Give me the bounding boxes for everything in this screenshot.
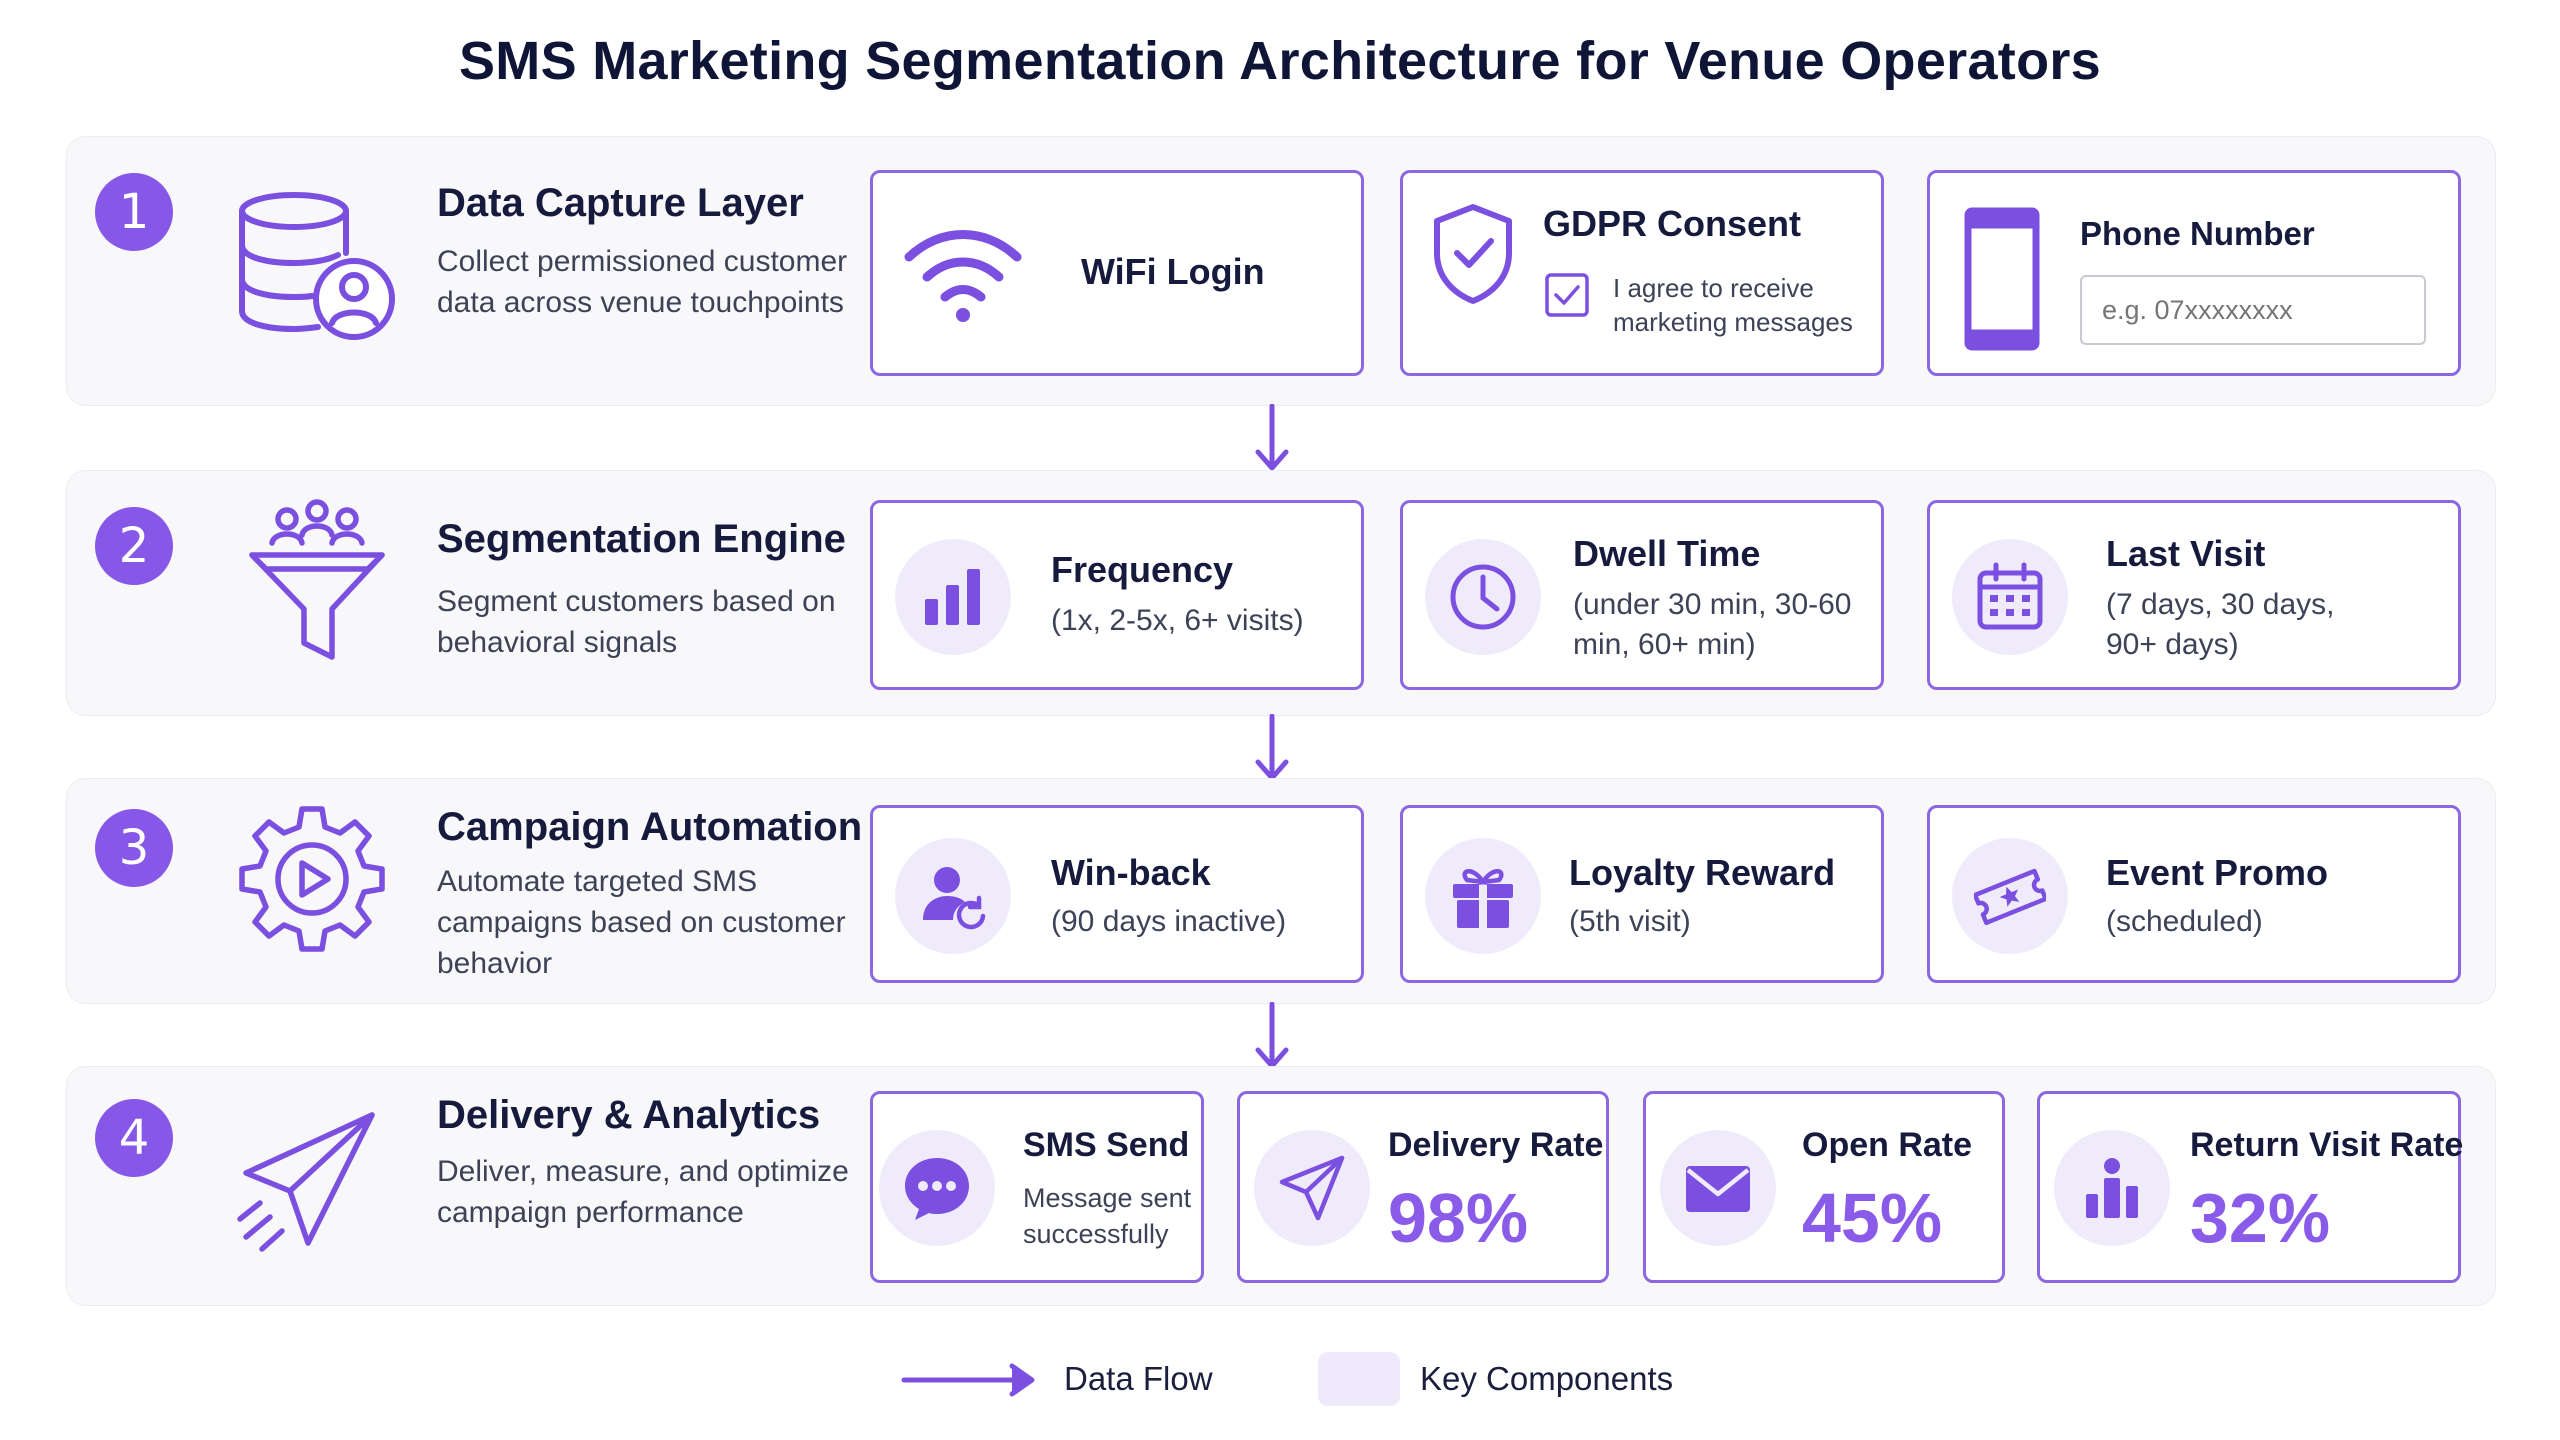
bar-chart-icon	[895, 539, 1011, 655]
card-open-rate: Open Rate 45%	[1643, 1091, 2005, 1283]
section-title: Campaign Automation	[437, 805, 863, 849]
card-subtitle: (5th visit)	[1569, 905, 1691, 938]
section-description: Deliver, measure, and optimize campaign …	[437, 1155, 849, 1229]
ticket-star-icon	[1952, 838, 2068, 954]
card-title: Delivery Rate	[1388, 1126, 1604, 1164]
step-number: 4	[95, 1099, 173, 1177]
card-return-visit-rate: Return Visit Rate 32%	[2037, 1091, 2464, 1283]
flow-arrow	[1252, 403, 1292, 476]
legend: Data Flow Key Components	[900, 1352, 1700, 1412]
card-win-back: Win-back (90 days inactive)	[870, 805, 1364, 983]
card-title: Frequency	[1051, 549, 1234, 590]
card-subtitle: (under 30 min, 30-60 min, 60+ min)	[1573, 588, 1852, 661]
card-loyalty-reward: Loyalty Reward (5th visit)	[1400, 805, 1884, 983]
step-number: 3	[95, 809, 173, 887]
card-subtitle: (1x, 2-5x, 6+ visits)	[1051, 604, 1304, 637]
card-last-visit: Last Visit (7 days, 30 days, 90+ days)	[1927, 500, 2461, 690]
card-dwell-time: Dwell Time (under 30 min, 30-60 min, 60+…	[1400, 500, 1884, 690]
card-title: Last Visit	[2106, 533, 2266, 574]
envelope-icon	[1660, 1130, 1776, 1246]
section-description: Collect permissioned customer data acros…	[437, 245, 848, 319]
delivery-rate-value: 98%	[1388, 1179, 1529, 1257]
funnel-users-icon	[232, 497, 402, 667]
card-subtitle: (scheduled)	[2106, 905, 2263, 938]
section-title: Delivery & Analytics	[437, 1093, 821, 1137]
card-event-promo: Event Promo (scheduled)	[1927, 805, 2461, 983]
card-frequency: Frequency (1x, 2-5x, 6+ visits)	[870, 500, 1364, 690]
card-title: Open Rate	[1802, 1126, 1973, 1164]
card-title: Loyalty Reward	[1569, 852, 1836, 893]
flow-arrow	[1252, 1001, 1292, 1074]
card-delivery-rate: Delivery Rate 98%	[1237, 1091, 1609, 1283]
section-delivery-analytics: 4 Delivery & Analytics Deliver, measure,…	[66, 1066, 2496, 1306]
gift-icon	[1425, 838, 1541, 954]
section-description: Segment customers based on behavioral si…	[437, 585, 836, 659]
diagram-title: SMS Marketing Segmentation Architecture …	[458, 31, 2102, 91]
card-phone-number: Phone Number	[1927, 170, 2461, 376]
card-title: Win-back	[1051, 852, 1211, 893]
section-title: Data Capture Layer	[437, 181, 804, 225]
card-title: WiFi Login	[1081, 251, 1265, 292]
consent-checkbox[interactable]	[1545, 273, 1589, 317]
checkbox-label: I agree to receive marketing messages	[1613, 273, 1853, 337]
phone-icon	[1962, 207, 2042, 351]
shield-check-icon	[1431, 203, 1515, 305]
card-title: SMS Send	[1023, 1126, 1190, 1164]
return-visit-rate-value: 32%	[2190, 1179, 2331, 1257]
legend-data-flow-label: Data Flow	[1064, 1360, 1213, 1397]
step-number: 2	[95, 507, 173, 585]
chat-bubble-icon	[879, 1130, 995, 1246]
flow-arrow	[1252, 713, 1292, 786]
user-refresh-icon	[895, 838, 1011, 954]
legend-swatch	[1318, 1352, 1400, 1406]
section-data-capture: 1 Data Capture Layer Collect permissione…	[66, 136, 2496, 406]
card-subtitle: (90 days inactive)	[1051, 905, 1287, 938]
card-sms-send: SMS Send Message sent successfully	[870, 1091, 1204, 1283]
wifi-icon	[903, 221, 1023, 327]
section-description: Automate targeted SMS campaigns based on…	[437, 865, 846, 980]
card-wifi-login: WiFi Login	[870, 170, 1364, 376]
card-title: Dwell Time	[1573, 533, 1761, 574]
card-subtitle: (7 days, 30 days, 90+ days)	[2106, 588, 2335, 661]
section-campaign-automation: 3 Campaign Automation Automate targeted …	[66, 778, 2496, 1004]
card-title: Event Promo	[2106, 852, 2329, 893]
card-title: Phone Number	[2080, 215, 2315, 252]
gear-play-icon	[232, 801, 392, 961]
calendar-icon	[1952, 539, 2068, 655]
legend-components-label: Key Components	[1420, 1360, 1674, 1397]
card-title: GDPR Consent	[1543, 203, 1802, 244]
paper-plane-icon	[232, 1107, 382, 1257]
card-subtitle: Message sent successfully	[1023, 1183, 1192, 1249]
paper-plane-icon	[1254, 1130, 1370, 1246]
card-title: Return Visit Rate	[2190, 1126, 2464, 1164]
section-segmentation: 2 Segmentation Engine Segment customers …	[66, 470, 2496, 716]
person-chart-icon	[2054, 1130, 2170, 1246]
step-number: 1	[95, 173, 173, 251]
legend-arrow-icon	[900, 1360, 1042, 1400]
clock-icon	[1425, 539, 1541, 655]
database-user-icon	[232, 183, 402, 353]
section-title: Segmentation Engine	[437, 517, 846, 561]
open-rate-value: 45%	[1802, 1179, 1943, 1257]
card-gdpr-consent: GDPR Consent I agree to receive marketin…	[1400, 170, 1884, 376]
phone-number-input[interactable]	[2080, 275, 2426, 345]
